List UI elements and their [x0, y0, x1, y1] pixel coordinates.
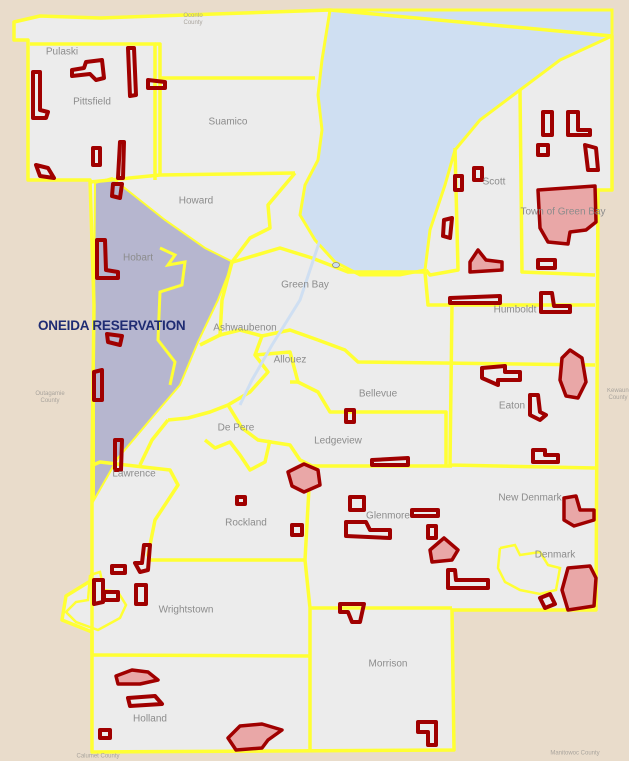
label-green-bay: Green Bay — [281, 279, 329, 291]
label-oconto-county: Oconto County — [183, 13, 203, 26]
parcel — [536, 143, 550, 157]
parcel — [446, 568, 490, 590]
reservation-inner-boundary — [156, 246, 187, 386]
parcel — [92, 578, 105, 606]
label-holland: Holland — [133, 713, 167, 725]
parcel — [110, 564, 127, 575]
label-ashwaubenon: Ashwaubenon — [213, 322, 277, 334]
municipal-boundaries — [12, 8, 614, 754]
parcel — [541, 110, 554, 137]
parcel — [536, 184, 598, 246]
parcel — [480, 364, 522, 387]
label-denmark: Denmark — [534, 549, 576, 561]
fox-river — [238, 239, 322, 406]
parcel — [566, 110, 592, 137]
filled-parcels — [114, 184, 598, 752]
label-rockland: Rockland — [225, 517, 267, 529]
parcel — [370, 456, 410, 467]
parcel — [110, 182, 124, 200]
oneida-reservation — [93, 176, 235, 504]
parcel — [531, 448, 560, 464]
parcel — [226, 722, 284, 752]
parcel — [472, 166, 484, 182]
parcel — [134, 583, 148, 606]
parcel — [538, 592, 557, 610]
parcels — [31, 46, 600, 747]
label-allouez: Allouez — [273, 354, 307, 366]
parcel — [453, 174, 464, 192]
parcel — [528, 393, 548, 422]
bay-water — [298, 8, 614, 277]
small-pond — [332, 262, 340, 268]
label-humboldt: Humboldt — [493, 304, 537, 316]
parcel — [558, 348, 588, 400]
label-scott: Scott — [482, 176, 506, 188]
oneida-reservation-label: ONEIDA RESERVATION — [38, 318, 186, 333]
parcel — [70, 58, 106, 82]
parcel — [95, 238, 120, 280]
parcel — [126, 694, 164, 708]
label-pittsfield: Pittsfield — [73, 96, 111, 108]
county-land — [14, 10, 612, 752]
label-glenmore: Glenmore — [366, 510, 410, 522]
parcel — [91, 146, 102, 167]
label-wrightstown: Wrightstown — [158, 604, 214, 616]
parcel — [448, 294, 502, 305]
label-morrison: Morrison — [368, 658, 408, 670]
label-town-of-green-bay: Town of Green Bay — [520, 206, 606, 218]
parcel — [338, 602, 366, 624]
parcel — [31, 70, 50, 120]
parcel — [344, 520, 392, 540]
label-bellevue: Bellevue — [358, 388, 398, 400]
label-kewaunee-county: Kewaunee County — [607, 388, 629, 401]
parcel — [583, 143, 600, 172]
parcel — [92, 368, 104, 402]
parcel — [133, 543, 152, 574]
parcel — [114, 668, 160, 686]
denmark-village-outline — [496, 543, 562, 596]
label-howard: Howard — [178, 195, 214, 207]
label-suamico: Suamico — [208, 116, 248, 128]
label-eaton: Eaton — [498, 400, 526, 412]
parcel — [562, 494, 596, 528]
parcel — [536, 258, 557, 270]
parcel — [34, 163, 56, 180]
parcel — [428, 536, 460, 564]
parcel — [416, 720, 438, 747]
parcel — [410, 508, 440, 518]
label-lawrence: Lawrence — [112, 468, 156, 480]
label-calumet-county: Calumet County — [76, 753, 120, 760]
parcel — [126, 46, 138, 98]
label-outagamie-county: Outagamie County — [35, 391, 65, 404]
parcel — [105, 332, 124, 347]
parcel — [426, 524, 438, 540]
parcel — [235, 495, 247, 506]
parcel — [344, 408, 356, 424]
parcel — [98, 728, 112, 740]
parcel — [560, 564, 598, 612]
parcel — [102, 590, 120, 602]
label-ledgeview: Ledgeview — [314, 435, 362, 447]
parcel — [113, 438, 124, 472]
parcel — [146, 78, 167, 90]
parcel — [286, 462, 322, 494]
parcel — [539, 291, 572, 314]
label-pulaski: Pulaski — [45, 46, 79, 58]
parcel — [348, 495, 366, 512]
parcel — [441, 216, 454, 240]
label-new-denmark: New Denmark — [498, 492, 562, 504]
label-hobart: Hobart — [122, 252, 154, 264]
parcel — [116, 140, 126, 180]
parcel — [468, 248, 504, 274]
label-manitowoc-county: Manitowoc County — [550, 750, 600, 757]
label-de-pere: De Pere — [217, 422, 255, 434]
parcel — [290, 523, 304, 537]
